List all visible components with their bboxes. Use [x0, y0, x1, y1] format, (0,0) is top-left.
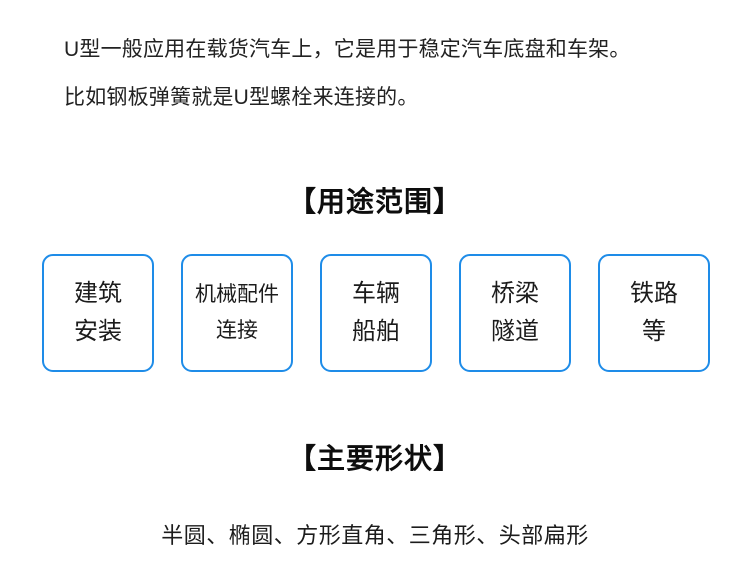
- intro-line-1: U型一般应用在载货汽车上，它是用于稳定汽车底盘和车架。: [64, 38, 631, 61]
- usage-box-railway-line-2: 等: [642, 318, 666, 345]
- intro-line-2: 比如钢板弹簧就是U型螺栓来连接的。: [64, 86, 419, 109]
- usage-section-heading: 【用途范围】: [287, 186, 462, 217]
- usage-box-construction: 建筑 安装: [42, 254, 154, 372]
- usage-box-machinery-line-1: 机械配件: [195, 283, 279, 306]
- usage-box-bridges-line-1: 桥梁: [491, 280, 539, 307]
- usage-box-construction-line-1: 建筑: [74, 280, 122, 307]
- intro-paragraph: U型一般应用在载货汽车上，它是用于稳定汽车底盘和车架。 比如钢板弹簧就是U型螺栓…: [64, 26, 724, 122]
- usage-box-railway: 铁路 等: [598, 254, 710, 372]
- usage-box-row: 建筑 安装 机械配件 连接 车辆 船舶 桥梁 隧道 铁路 等: [42, 254, 710, 374]
- usage-box-railway-line-1: 铁路: [630, 280, 678, 307]
- usage-box-machinery-line-2: 连接: [216, 319, 258, 342]
- usage-box-bridges: 桥梁 隧道: [459, 254, 571, 372]
- shapes-section-heading: 【主要形状】: [287, 443, 462, 474]
- usage-box-vehicles-line-1: 车辆: [352, 280, 400, 307]
- usage-box-construction-line-2: 安装: [74, 318, 122, 345]
- usage-box-vehicles-line-2: 船舶: [352, 318, 400, 345]
- usage-box-machinery: 机械配件 连接: [181, 254, 293, 372]
- usage-box-bridges-line-2: 隧道: [491, 318, 539, 345]
- shapes-list-text: 半圆、椭圆、方形直角、三角形、头部扁形: [161, 523, 589, 548]
- usage-box-vehicles: 车辆 船舶: [320, 254, 432, 372]
